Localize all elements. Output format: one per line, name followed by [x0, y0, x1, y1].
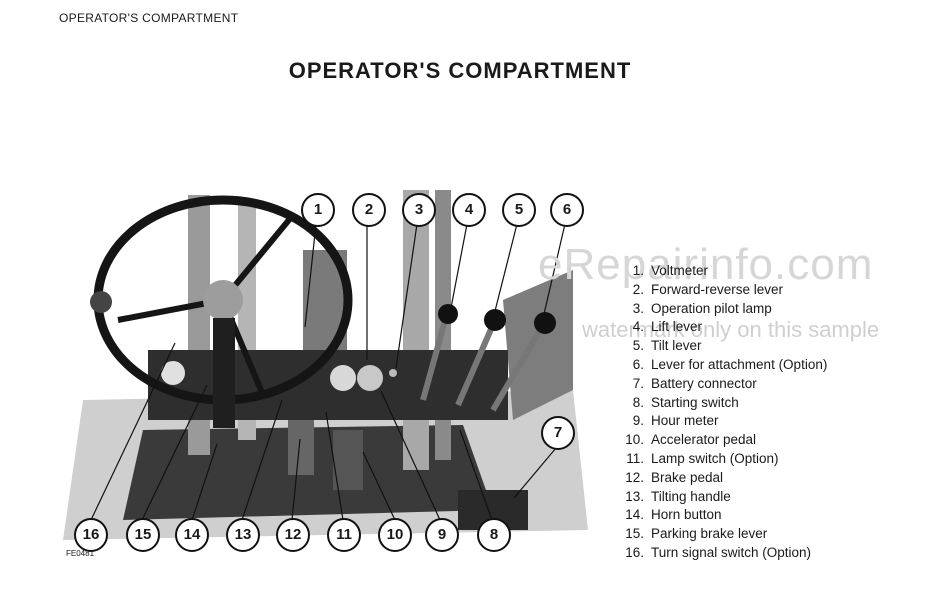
callout-8: 8 [477, 518, 511, 552]
parts-legend: 1.Voltmeter 2.Forward-reverse lever 3.Op… [612, 262, 827, 563]
callout-3: 3 [402, 193, 436, 227]
callout-9: 9 [425, 518, 459, 552]
callout-5: 5 [502, 193, 536, 227]
page-header: OPERATOR'S COMPARTMENT [59, 11, 239, 25]
callout-6: 6 [550, 193, 584, 227]
legend-item: 4.Lift lever [632, 319, 703, 335]
legend-item: 9.Hour meter [632, 413, 719, 429]
callout-10: 10 [378, 518, 412, 552]
callout-1: 1 [301, 193, 335, 227]
callout-2: 2 [352, 193, 386, 227]
legend-item: 15.Parking brake lever [625, 526, 768, 542]
page-title: OPERATOR'S COMPARTMENT [288, 58, 632, 83]
legend-item: 3.Operation pilot lamp [632, 300, 772, 316]
legend-item: 11.Lamp switch (Option) [626, 450, 779, 466]
callout-4: 4 [452, 193, 486, 227]
legend-item: 12.Brake pedal [625, 469, 724, 485]
legend-item: 6.Lever for attachment (Option) [632, 356, 828, 372]
compartment-photo [63, 190, 588, 570]
legend-item: 2.Forward-reverse lever [632, 281, 784, 297]
callout-13: 13 [226, 518, 260, 552]
callout-16: 16 [74, 518, 108, 552]
legend-item: 1.Voltmeter [632, 263, 709, 278]
figure-code: FE0481 [66, 549, 95, 558]
legend-item: 8.Starting switch [632, 394, 739, 410]
legend-item: 7.Battery connector [632, 375, 757, 391]
watermark-site: eRepairinfo.com [538, 240, 874, 289]
legend-item: 5.Tilt lever [632, 338, 702, 354]
callout-12: 12 [276, 518, 310, 552]
legend-item: 14.Horn button [625, 507, 722, 523]
callout-7: 7 [541, 416, 575, 450]
callout-15: 15 [126, 518, 160, 552]
callout-11: 11 [327, 518, 361, 552]
legend-item: 16.Turn signal switch (Option) [625, 544, 812, 560]
legend-item: 13.Tilting handle [625, 488, 731, 504]
legend-item: 10.Accelerator pedal [625, 432, 757, 448]
callout-14: 14 [175, 518, 209, 552]
watermark-note: watermark only on this sample [582, 317, 880, 342]
